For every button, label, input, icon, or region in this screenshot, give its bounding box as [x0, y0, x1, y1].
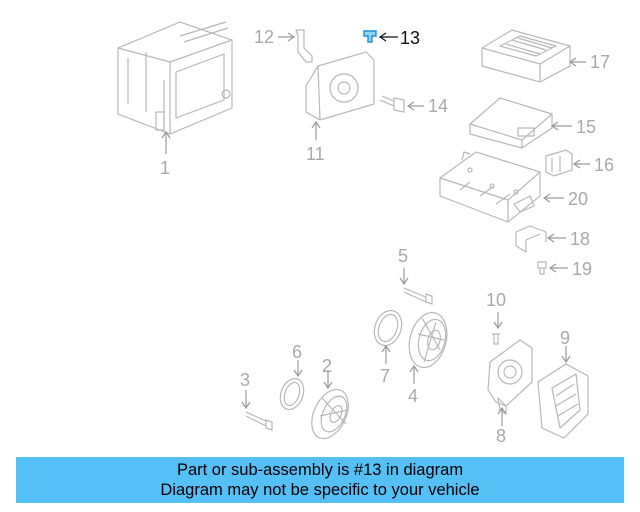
leader-7: [381, 344, 391, 364]
part-16-connector: [545, 149, 573, 177]
leader-19: [548, 263, 568, 273]
info-banner: Part or sub-assembly is #13 in diagram D…: [16, 457, 624, 503]
part-20-tray: [439, 151, 541, 223]
part-13-clip: [363, 30, 377, 43]
callout-17: 17: [590, 52, 610, 72]
callout-8: 8: [496, 426, 506, 446]
part-5-bolt: [403, 287, 433, 305]
callout-10: 10: [486, 290, 506, 310]
callout-4: 4: [408, 386, 418, 406]
part-19-screw: [537, 261, 547, 275]
leader-5: [399, 268, 409, 286]
part-4-speaker: [408, 311, 448, 369]
banner-line-part-number: Part or sub-assembly is #13 in diagram: [176, 461, 464, 479]
leader-13: [378, 32, 398, 42]
callout-5: 5: [398, 246, 408, 266]
leader-16: [572, 159, 590, 169]
part-10-screw: [492, 333, 500, 345]
callout-18: 18: [570, 229, 590, 249]
part-11-speaker-housing: [305, 51, 375, 121]
leader-8: [497, 406, 507, 426]
leader-1: [161, 130, 171, 154]
leader-14: [406, 101, 424, 111]
callout-16: 16: [594, 155, 614, 175]
callout-9: 9: [560, 328, 570, 348]
callout-20: 20: [568, 189, 588, 209]
leader-20: [542, 193, 564, 203]
leader-17: [568, 57, 586, 67]
banner-line-disclaimer: Diagram may not be specific to your vehi…: [160, 481, 480, 499]
part-18-bracket: [515, 225, 547, 253]
callout-2: 2: [322, 356, 332, 376]
part-15-plate: [469, 97, 553, 149]
leader-11: [311, 120, 321, 140]
callout-13: 13: [400, 28, 420, 48]
part-6-ring: [279, 377, 305, 411]
part-2-speaker: [311, 388, 349, 440]
leader-3: [241, 390, 251, 410]
callout-14: 14: [428, 96, 448, 116]
callout-7: 7: [380, 366, 390, 386]
callout-1: 1: [160, 158, 170, 178]
leader-2: [323, 370, 333, 390]
part-14-bolt: [379, 95, 405, 113]
callout-19: 19: [572, 259, 592, 279]
leader-15: [550, 121, 572, 131]
part-9-enclosure: [537, 363, 589, 439]
leader-6: [293, 360, 303, 378]
callout-3: 3: [240, 370, 250, 390]
callout-12: 12: [254, 27, 274, 47]
callout-15: 15: [576, 117, 596, 137]
part-8-speaker-bracket: [487, 339, 533, 415]
part-17-module: [481, 29, 571, 83]
callout-6: 6: [292, 342, 302, 362]
leader-18: [546, 233, 566, 243]
leader-4: [409, 364, 419, 384]
part-7-ring: [373, 309, 403, 347]
leader-9: [561, 346, 571, 364]
part-12-bracket: [295, 29, 313, 63]
part-1-radio-unit: [117, 21, 233, 135]
leader-12: [278, 32, 296, 42]
leader-10: [493, 312, 503, 330]
part-3-screw: [245, 411, 273, 431]
callout-11: 11: [306, 144, 325, 164]
